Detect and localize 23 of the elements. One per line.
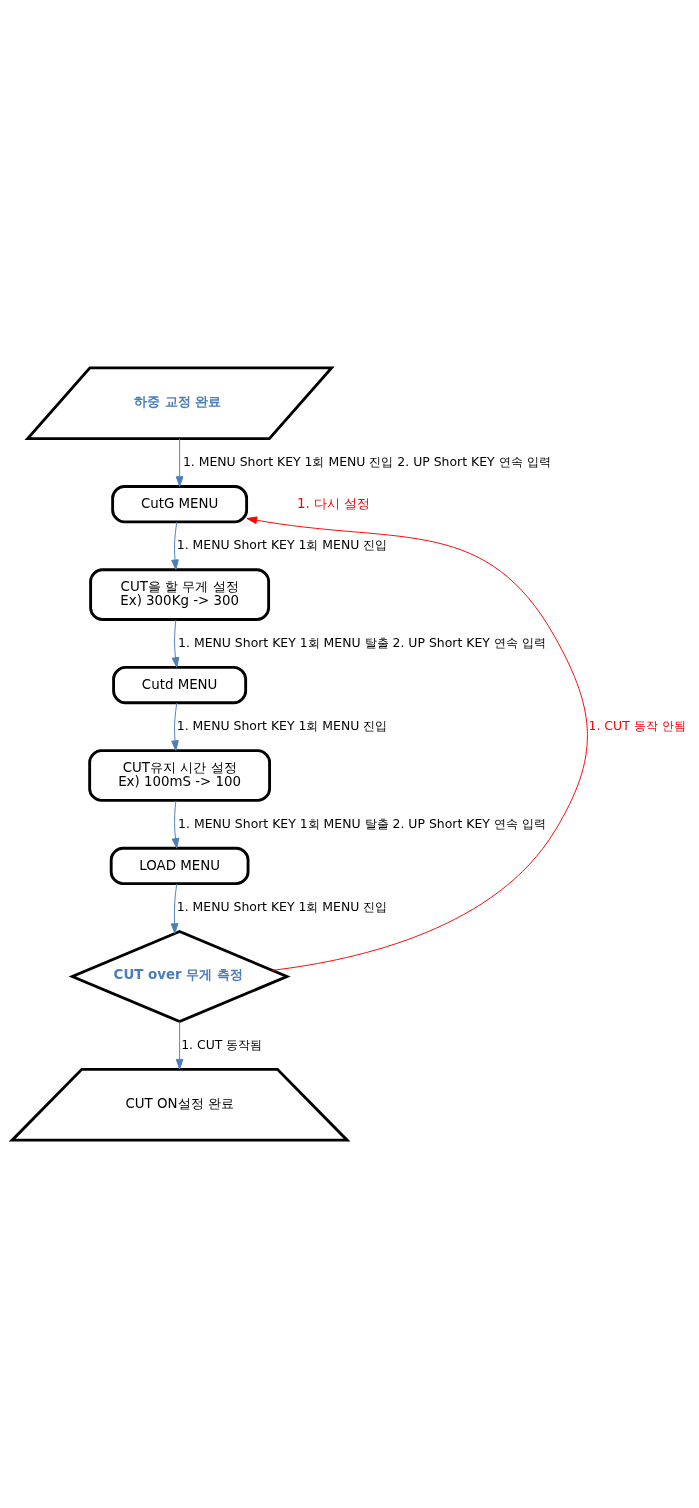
edge-label: 1. MENU Short KEY 1회 MENU 탈출 2. UP Short KEY 연속 입력 (178, 815, 546, 831)
node-box: CUT을 할 무게 설정 Ex) 300Kg -> 300 (89, 568, 271, 621)
label: 1. 다시 설정 (297, 495, 371, 511)
node-box: Cutd MENU (112, 665, 248, 705)
arrow (171, 800, 180, 849)
node-box: CutG MENU (111, 485, 249, 524)
edge-label: 1. MENU Short KEY 1회 MENU 진입 2. UP Short KEY 연속 입력 (182, 453, 551, 469)
edge-label: 1. MENU Short KEY 1회 MENU 탈출 2. UP Short KEY 연속 입력 (178, 634, 546, 650)
edge-label: 1. CUT 동작됨 (181, 1036, 263, 1052)
arrow (246, 516, 588, 971)
edge-label: 1. CUT 동작 안됨 (588, 717, 686, 733)
arrow (175, 438, 184, 487)
arrow (175, 1021, 184, 1070)
node-box: CUT유지 시간 설정 Ex) 100mS -> 100 (88, 749, 272, 802)
node-diamond: CUT over 무게 측정 (68, 929, 291, 1024)
arrow (170, 883, 179, 934)
arrow (171, 521, 179, 570)
edge-label: 1. MENU Short KEY 1회 MENU 진입 (176, 717, 388, 733)
edge-label: 1. MENU Short KEY 1회 MENU 진입 (176, 898, 388, 914)
node-box: LOAD MENU (109, 846, 250, 886)
arrow (171, 619, 180, 668)
arrow (171, 702, 179, 751)
edge-label: 1. MENU Short KEY 1회 MENU 진입 (176, 537, 388, 553)
